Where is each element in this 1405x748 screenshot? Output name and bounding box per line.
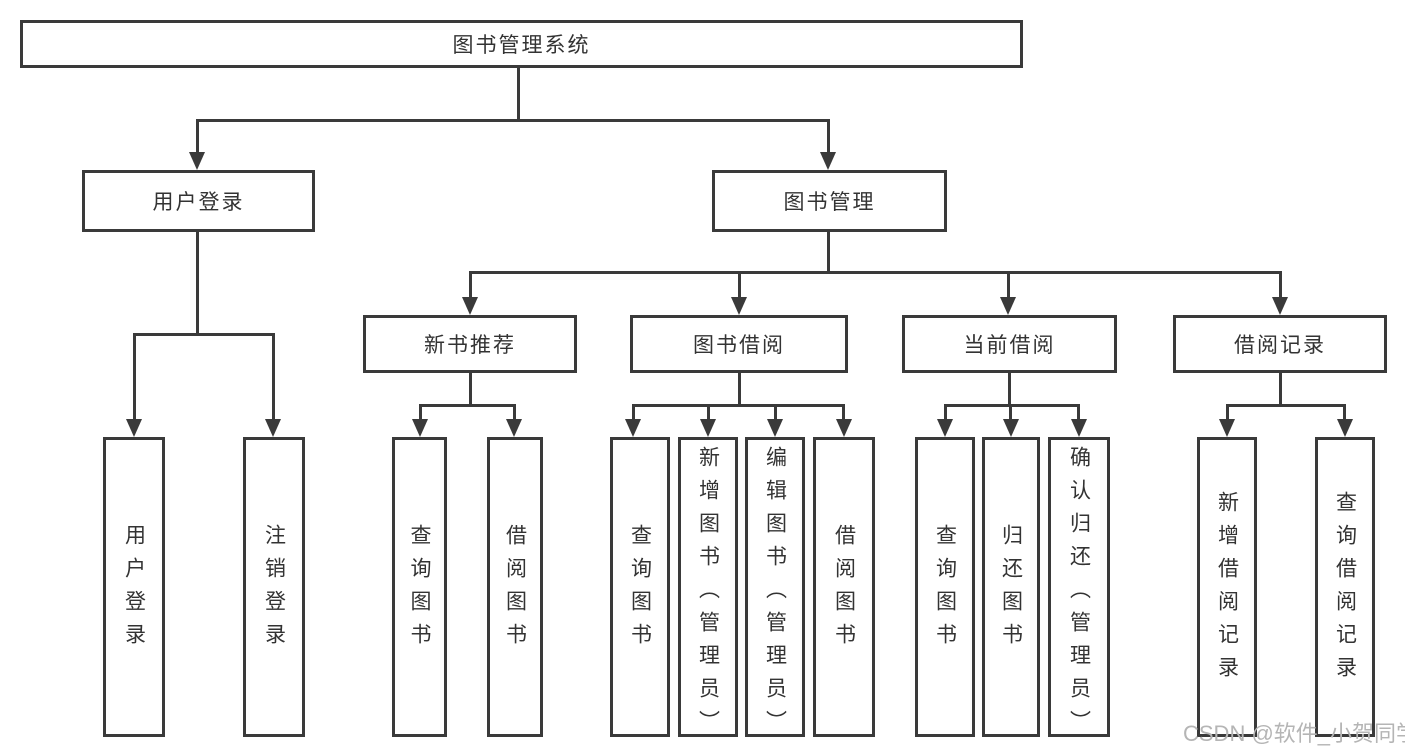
leaf-newbook-query-books: 查询图书 (392, 437, 447, 737)
arrowhead-down-icon (506, 419, 522, 437)
arrowhead-down-icon (265, 419, 281, 437)
connector-userlogin-drop (133, 333, 136, 421)
connector-current-drop (1009, 404, 1012, 421)
arrowhead-down-icon (412, 419, 428, 437)
connector-root-rail (196, 119, 830, 122)
watermark: CSDN @软件_小贺同学 (1183, 721, 1405, 746)
node-new-book-recommend: 新书推荐 (363, 315, 577, 373)
connector-records-rail (1226, 404, 1346, 407)
connector-borrow-drop (842, 404, 845, 421)
connector-current-drop (944, 404, 947, 421)
leaf-logout: 注销登录 (243, 437, 305, 737)
node-book-management: 图书管理 (712, 170, 947, 232)
leaf-query-borrow-record: 查询借阅记录 (1315, 437, 1375, 737)
connector-mgmt-drop (738, 271, 741, 299)
connector-records-stem (1279, 373, 1282, 407)
connector-root-stem (517, 68, 520, 122)
connector-records-drop (1343, 404, 1346, 421)
arrowhead-down-icon (731, 297, 747, 315)
connector-mgmt-drop (1007, 271, 1010, 299)
connector-root-drop-left (196, 119, 199, 155)
leaf-return-books: 归还图书 (982, 437, 1040, 737)
leaf-user-login: 用户登录 (103, 437, 165, 737)
arrowhead-down-icon (1071, 419, 1087, 437)
leaf-borrow-borrow-books: 借阅图书 (813, 437, 875, 737)
connector-newbook-rail (419, 404, 516, 407)
connector-current-stem (1008, 373, 1011, 407)
connector-newbook-drop (419, 404, 422, 421)
connector-borrow-rail (632, 404, 845, 407)
arrowhead-down-icon (1272, 297, 1288, 315)
connector-mgmt-rail (469, 271, 1282, 274)
arrowhead-down-icon (937, 419, 953, 437)
arrowhead-down-icon (836, 419, 852, 437)
leaf-current-query-books: 查询图书 (915, 437, 975, 737)
connector-userlogin-stem (196, 232, 199, 336)
leaf-newbook-borrow-books: 借阅图书 (487, 437, 543, 737)
arrowhead-down-icon (1003, 419, 1019, 437)
connector-newbook-drop (513, 404, 516, 421)
node-current-borrow: 当前借阅 (902, 315, 1117, 373)
leaf-add-borrow-record: 新增借阅记录 (1197, 437, 1257, 737)
connector-borrow-drop (707, 404, 710, 421)
arrowhead-down-icon (189, 152, 205, 170)
connector-userlogin-drop (272, 333, 275, 421)
leaf-borrow-query-books: 查询图书 (610, 437, 670, 737)
connector-mgmt-stem (827, 232, 830, 274)
connector-mgmt-drop (469, 271, 472, 299)
arrowhead-down-icon (1000, 297, 1016, 315)
arrowhead-down-icon (700, 419, 716, 437)
arrowhead-down-icon (1219, 419, 1235, 437)
connector-mgmt-drop (1279, 271, 1282, 299)
arrowhead-down-icon (1337, 419, 1353, 437)
connector-records-drop (1226, 404, 1229, 421)
arrowhead-down-icon (126, 419, 142, 437)
leaf-confirm-return-admin: 确认归还（管理员） (1048, 437, 1110, 743)
arrowhead-down-icon (625, 419, 641, 437)
arrowhead-down-icon (820, 152, 836, 170)
node-borrow-records: 借阅记录 (1173, 315, 1387, 373)
arrowhead-down-icon (462, 297, 478, 315)
connector-current-rail (944, 404, 1080, 407)
connector-newbook-stem (469, 373, 472, 407)
connector-current-drop (1077, 404, 1080, 421)
connector-root-drop-right (827, 119, 830, 155)
node-user-login: 用户登录 (82, 170, 315, 232)
node-root: 图书管理系统 (20, 20, 1023, 68)
connector-userlogin-rail (133, 333, 275, 336)
node-book-borrow: 图书借阅 (630, 315, 848, 373)
leaf-add-book-admin: 新增图书（管理员） (678, 437, 738, 743)
arrowhead-down-icon (767, 419, 783, 437)
connector-borrow-drop (774, 404, 777, 421)
connector-borrow-stem (738, 373, 741, 407)
leaf-edit-book-admin: 编辑图书（管理员） (745, 437, 805, 743)
connector-borrow-drop (632, 404, 635, 421)
